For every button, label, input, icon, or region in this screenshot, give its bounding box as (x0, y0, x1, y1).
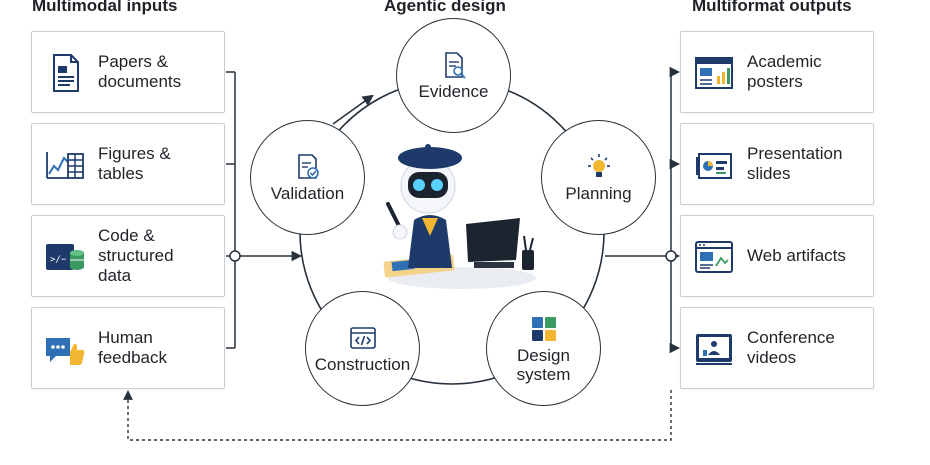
chart-table-icon (46, 152, 84, 179)
stage-label: Validation (270, 184, 345, 203)
input-label: Papers & documents (98, 52, 182, 91)
slides-icon (696, 153, 732, 179)
input-card-figures: Figures & tables (31, 123, 225, 205)
output-label: Web artifacts (747, 246, 846, 265)
robot-mascot-illustration (383, 144, 536, 289)
video-screen-icon (696, 334, 732, 365)
input-merge-bracket (226, 71, 303, 349)
evidence-document-icon (444, 52, 466, 79)
code-database-icon: >/− (46, 244, 84, 270)
output-card-posters: Academic posters (680, 31, 874, 113)
stage-planning: Planning (541, 120, 656, 235)
web-browser-icon (695, 241, 733, 273)
outputs-heading: Multiformat outputs (692, 0, 852, 15)
palette-grid-icon (531, 316, 556, 341)
stage-label: Design system (516, 345, 571, 384)
output-label: Presentation slides (747, 144, 843, 183)
output-label: Academic posters (747, 52, 822, 91)
output-label: Conference videos (747, 328, 835, 367)
feedback-loop-line (123, 390, 672, 441)
input-junction-dot (229, 250, 241, 262)
input-card-papers: Papers & documents (31, 31, 225, 113)
output-card-slides: Presentation slides (680, 123, 874, 205)
output-junction-dot (665, 250, 677, 262)
code-brackets-icon (349, 327, 376, 349)
output-card-web: Web artifacts (680, 215, 874, 297)
stage-design-system: Design system (486, 291, 601, 406)
input-label: Human feedback (98, 328, 167, 367)
input-label: Figures & tables (98, 144, 171, 183)
stage-validation: Validation (250, 120, 365, 235)
feedback-chat-icon (46, 338, 85, 365)
input-card-feedback: Human feedback (31, 307, 225, 389)
lightbulb-icon (587, 154, 610, 177)
input-card-code: >/− Code & structured data (31, 215, 225, 297)
stage-label: Evidence (418, 82, 489, 101)
output-card-videos: Conference videos (680, 307, 874, 389)
stage-label: Planning (565, 184, 632, 203)
stage-label: Construction (314, 355, 411, 374)
svg-text:>/−: >/− (50, 255, 67, 265)
cycle-arrow (332, 94, 374, 125)
stage-construction: Construction (305, 291, 420, 406)
input-label: Code & structured data (98, 226, 174, 285)
checklist-icon (297, 154, 319, 179)
agentic-heading: Agentic design (384, 0, 506, 15)
stage-evidence: Evidence (396, 18, 511, 133)
document-icon (53, 54, 79, 92)
poster-icon (695, 57, 733, 89)
inputs-heading: Multimodal inputs (32, 0, 178, 15)
